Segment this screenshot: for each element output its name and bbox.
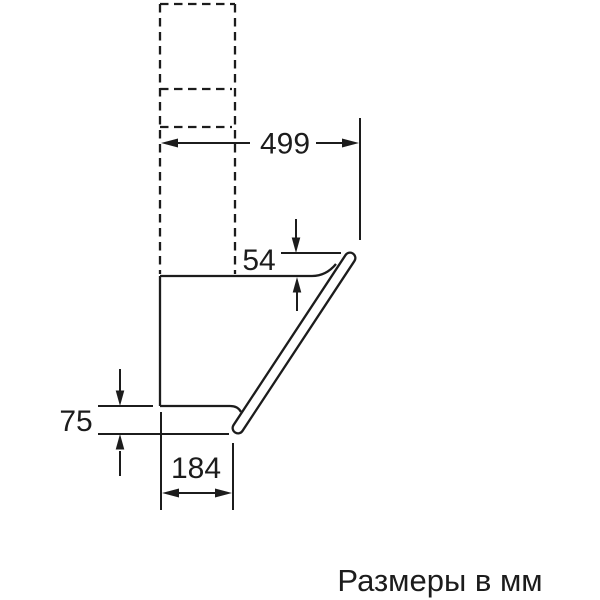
dim-184-arrow-right [215,488,232,498]
dim-54: 54 [242,219,341,311]
hood-top-edge [160,263,337,278]
units-caption: Размеры в мм [337,563,542,598]
dim-499-arrow-left [161,138,178,148]
dim-499-label: 499 [260,128,310,161]
dim-75: 75 [59,369,229,476]
hood-bottom-edge [160,404,243,413]
glass-panel [231,251,357,435]
glass-panel-face [233,253,355,433]
dim-54-label: 54 [242,244,275,277]
hood-body [158,263,337,413]
dim-499-arrow-right [342,138,359,148]
chimney-duct-dashed [158,2,237,274]
dim-75-arrow-down [115,390,125,406]
dim-54-arrow-up [292,277,302,293]
dim-75-arrow-up [115,434,125,450]
dim-499: 499 [161,118,361,240]
dim-184: 184 [160,412,234,510]
dim-184-arrow-left [162,488,179,498]
dim-184-label: 184 [171,452,221,485]
dim-75-label: 75 [59,405,92,438]
dim-54-arrow-down [291,237,301,253]
